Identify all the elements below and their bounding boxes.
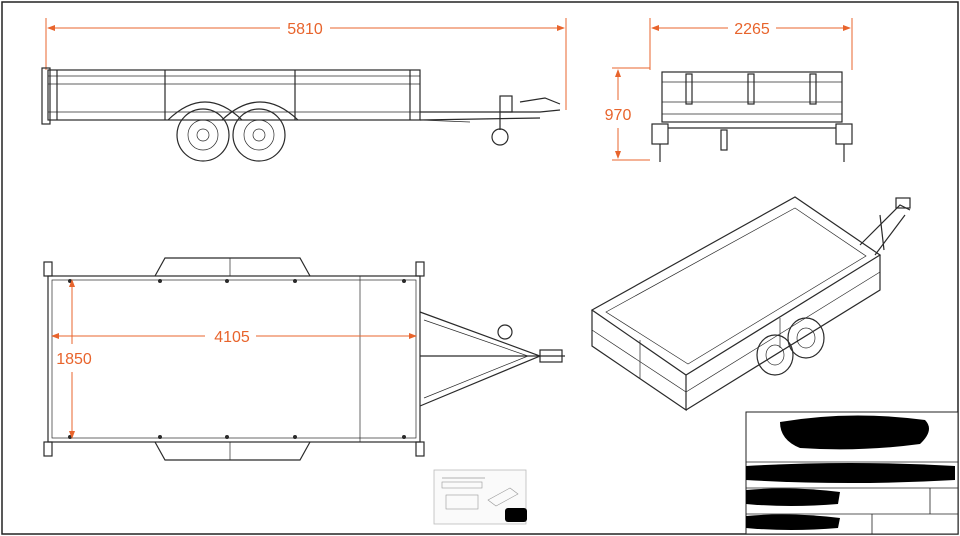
redaction-mark <box>780 415 929 450</box>
redaction-mark <box>746 488 840 506</box>
thumbnail-preview <box>433 469 527 525</box>
front-height-label: 970 <box>605 107 632 124</box>
top-width-label: 1850 <box>56 351 92 368</box>
front-width-dimension: 2265 <box>649 18 853 70</box>
redaction-mark <box>746 463 955 483</box>
top-width-dimension: 1850 <box>56 279 92 439</box>
top-view: 4105 1850 <box>43 257 565 461</box>
top-length-dimension: 4105 <box>51 329 417 346</box>
side-view: 5810 <box>41 18 567 162</box>
front-view: 2265 970 <box>605 18 853 162</box>
front-width-label: 2265 <box>734 21 770 38</box>
thumbnail-redaction <box>505 508 527 522</box>
side-length-label: 5810 <box>287 21 323 38</box>
side-length-dimension: 5810 <box>45 18 567 110</box>
redaction-mark <box>746 514 840 530</box>
top-length-label: 4105 <box>214 329 250 346</box>
isometric-view <box>590 196 911 412</box>
front-height-dimension: 970 <box>605 67 650 161</box>
title-block <box>745 411 959 535</box>
